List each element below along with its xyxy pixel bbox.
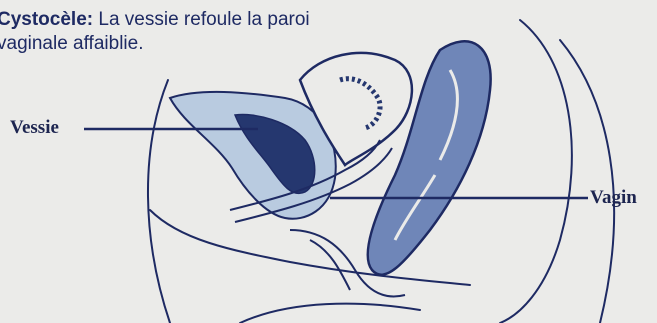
sacrum-contour: [500, 20, 572, 323]
label-vessie: Vessie: [10, 117, 59, 139]
label-vagin: Vagin: [590, 187, 637, 209]
lower-contour: [240, 304, 420, 323]
outer-contour-right: [560, 40, 614, 323]
outer-contour-left: [148, 80, 170, 323]
